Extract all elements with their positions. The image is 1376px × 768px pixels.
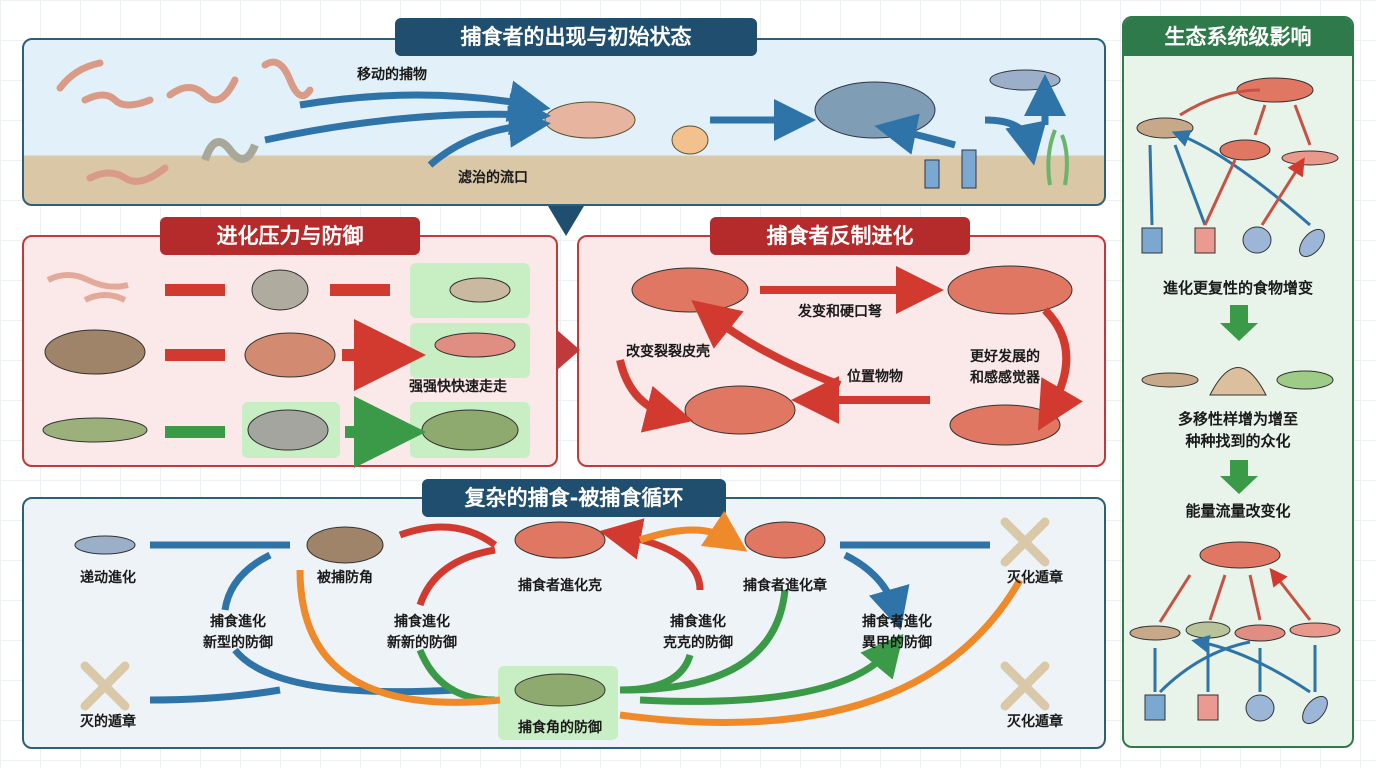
label-fast-escape: 强强快快速走走 bbox=[409, 379, 507, 395]
label-shell-crushing: 改变裂裂皮壳 bbox=[626, 344, 710, 360]
green-down-arrow-1 bbox=[1220, 305, 1258, 341]
cycle-arrows bbox=[149, 527, 1024, 726]
cycle-label: 捕食者進化 bbox=[862, 614, 932, 630]
title-evolution-pressure: 进化压力与防御 bbox=[160, 217, 420, 255]
label-mobile-prey: 移动的捕物 bbox=[357, 67, 427, 83]
cycle-label: 捕食角的防御 bbox=[518, 720, 602, 736]
fanged-predator bbox=[947, 265, 1073, 315]
food-web-bottom bbox=[1129, 541, 1341, 725]
fish-prey bbox=[989, 69, 1061, 91]
connector-triangle bbox=[548, 206, 584, 236]
cycle-label: 新新的防御 bbox=[387, 635, 457, 651]
claw-predator-1 bbox=[514, 521, 606, 559]
top-flow-arrows bbox=[264, 74, 1066, 168]
fast-swimmer bbox=[434, 332, 516, 358]
cycle-label: 递动進化 bbox=[80, 570, 136, 586]
eco-label-diversity-1: 多移性样增为增至 bbox=[1177, 410, 1299, 428]
cycle-label: 新型的防御 bbox=[203, 635, 273, 651]
early-predator bbox=[544, 101, 636, 139]
cycle-label: 克克的防御 bbox=[663, 635, 733, 651]
sea-slug bbox=[671, 125, 709, 155]
cycle-label: 捕食者進化章 bbox=[743, 578, 827, 594]
label-better-senses-1: 更好发展的 bbox=[970, 349, 1040, 365]
title-predator-emergence: 捕食者的出现与初始状态 bbox=[395, 18, 757, 56]
label-filter-feeder: 滤治的流口 bbox=[458, 170, 528, 186]
food-web-top bbox=[1136, 77, 1339, 258]
cycle-label: 捕食進化 bbox=[394, 614, 450, 630]
cycle-label: 異甲的防御 bbox=[862, 635, 932, 651]
claw-predator bbox=[631, 267, 749, 313]
cycle-label: 灭化遁章 bbox=[1007, 714, 1063, 730]
eco-label-food-web: 進化更复性的食物增变 bbox=[1162, 279, 1314, 297]
armored-isopod bbox=[244, 332, 336, 378]
squid bbox=[449, 277, 511, 303]
eco-label-energy-flow: 能量流量改变化 bbox=[1185, 502, 1291, 520]
pressure-arrows bbox=[165, 284, 390, 432]
extinction-bones-icon bbox=[80, 517, 1050, 711]
snail-shell bbox=[251, 269, 309, 311]
green-down-arrow-2 bbox=[1220, 460, 1258, 494]
connector-triangle-right bbox=[557, 330, 580, 370]
isopod bbox=[44, 329, 146, 375]
cycle-label: 灭的遁章 bbox=[80, 714, 136, 730]
cycle-label: 捕食者進化克 bbox=[518, 578, 602, 594]
title-predator-counter: 捕食者反制进化 bbox=[710, 217, 970, 255]
counter-arrows bbox=[616, 266, 1083, 433]
armored-predator bbox=[814, 81, 936, 139]
camouflaged-prey bbox=[421, 409, 519, 451]
pincer-predator bbox=[684, 385, 796, 435]
filter-worm bbox=[201, 138, 259, 163]
label-hard-jaws: 发变和硬口弩 bbox=[798, 304, 882, 320]
title-cycle: 复杂的捕食-被捕食循环 bbox=[422, 479, 726, 517]
label-location: 位置物物 bbox=[847, 369, 903, 385]
cycle-label: 捕食進化 bbox=[670, 614, 726, 630]
claw-predator-2 bbox=[744, 521, 826, 559]
seaweed bbox=[1046, 129, 1069, 186]
label-better-senses-2: 和感感觉器 bbox=[970, 370, 1040, 386]
sea-anemones bbox=[924, 149, 977, 189]
cycle-label: 捕食進化 bbox=[210, 614, 266, 630]
diverse-species bbox=[1141, 367, 1334, 396]
coiled-shell bbox=[247, 409, 329, 451]
fish-escapee bbox=[74, 535, 136, 555]
cycle-label: 灭化遁章 bbox=[1007, 570, 1063, 586]
green-slug bbox=[42, 417, 148, 443]
title-ecosystem: 生态系统级影响 bbox=[1124, 18, 1352, 56]
claw-predators bbox=[631, 265, 1073, 446]
eco-label-diversity-2: 种种找到的众化 bbox=[1185, 432, 1291, 450]
sensory-predator bbox=[949, 404, 1061, 446]
camouflaged-prey bbox=[514, 673, 606, 707]
worm-prey bbox=[46, 272, 129, 303]
cycle-label: 被捕防角 bbox=[317, 570, 373, 586]
isopod-prey bbox=[306, 526, 384, 564]
worm-prey bbox=[56, 58, 314, 185]
